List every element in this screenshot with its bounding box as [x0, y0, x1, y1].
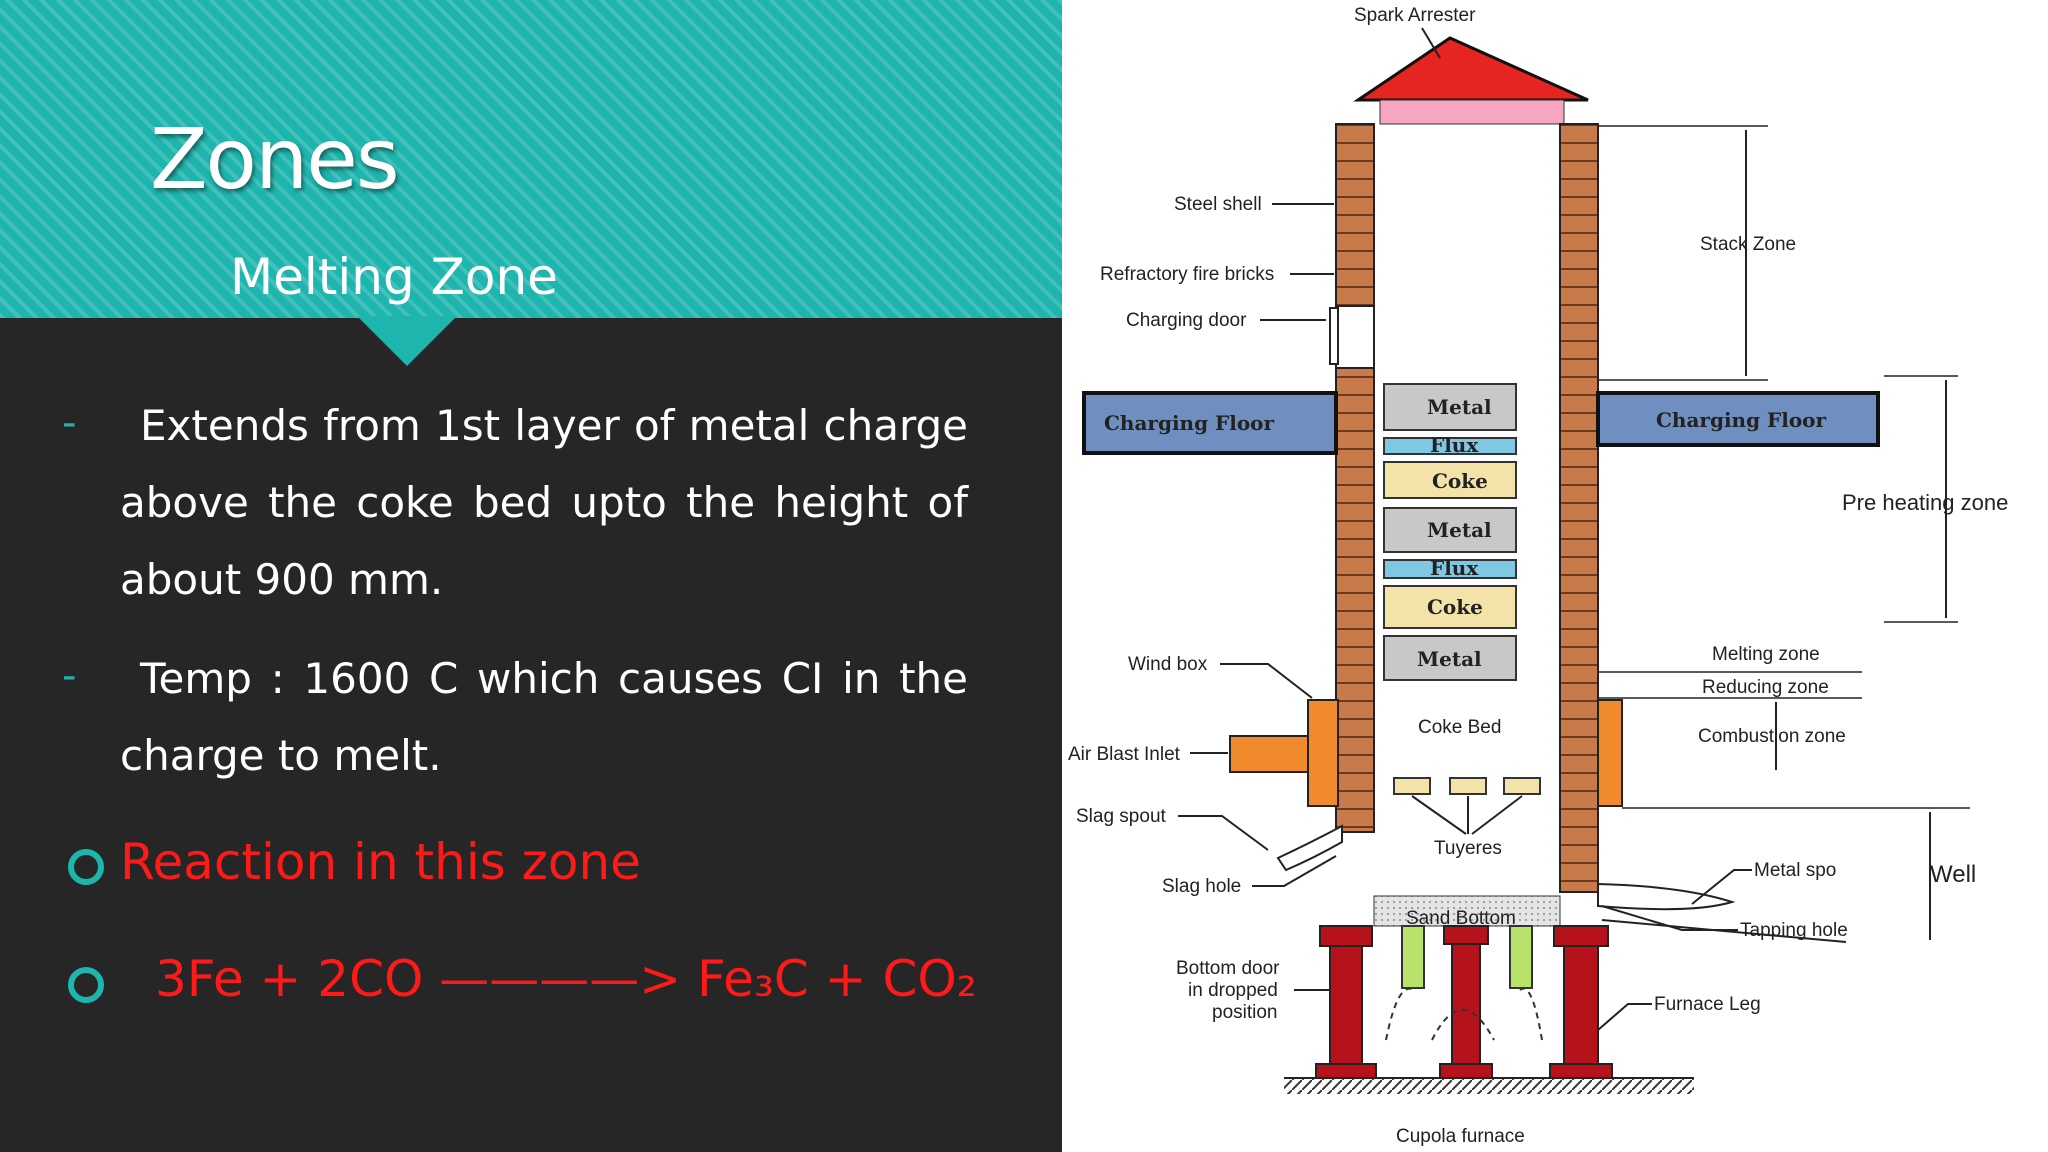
leader-line	[1597, 1003, 1652, 1031]
layer-flux	[1383, 437, 1517, 455]
leader-line	[1220, 663, 1313, 699]
point-2-text: Temp : 1600 C which causes CI in the cha…	[120, 654, 968, 780]
bottom-door	[1401, 925, 1425, 989]
tuyere	[1393, 777, 1431, 795]
label-melting-zone: Melting zone	[1712, 644, 1820, 665]
header-band	[0, 0, 1062, 318]
layer-label-flux: Flux	[1430, 433, 1479, 457]
label-furnace-leg: Furnace Leg	[1654, 994, 1761, 1015]
charging-floor-left	[1082, 391, 1338, 455]
point-1-text: Extends from 1st layer of metal charge a…	[120, 401, 968, 604]
layer-metal	[1383, 635, 1517, 681]
furnace-leg-cap	[1443, 925, 1489, 945]
label-stack-zone: Stack Zone	[1700, 234, 1796, 255]
layer-metal	[1383, 383, 1517, 431]
label-steel-shell: Steel shell	[1174, 194, 1262, 215]
layer-label-coke: Coke	[1432, 469, 1488, 493]
tuyere	[1449, 777, 1487, 795]
layer-coke	[1383, 461, 1517, 499]
label-slag-hole: Slag hole	[1162, 876, 1241, 897]
label-bottom-door-3: position	[1212, 1002, 1278, 1023]
slide-text-panel: Zones Melting Zone - Extends from 1st la…	[0, 0, 1062, 1008]
furnace-leg-foot	[1315, 1063, 1377, 1079]
circle-bullet-icon	[68, 967, 104, 1003]
label-pre-heating-zone: Pre heating zone	[1842, 490, 2008, 515]
left-refractory-wall	[1335, 123, 1375, 833]
bullet-dash-2: -	[62, 653, 77, 699]
cupola-furnace-diagram: Spark Arrester Charging Floor Charging F…	[1062, 0, 2048, 1152]
header-pointer	[357, 316, 457, 366]
label-metal-spout: Metal spo	[1754, 860, 1836, 881]
label-charging-door: Charging door	[1126, 310, 1247, 331]
label-coke-bed: Coke Bed	[1418, 717, 1501, 738]
slide-title: Zones	[150, 110, 400, 208]
furnace-leg	[1329, 945, 1363, 1069]
slag-spout	[1276, 824, 1343, 872]
label-charging-floor-right: Charging Floor	[1656, 408, 1827, 432]
charging-floor-right	[1596, 391, 1880, 447]
right-refractory-wall	[1559, 123, 1599, 893]
slide-subtitle: Melting Zone	[230, 248, 558, 306]
circle-bullet-icon	[68, 849, 104, 885]
charging-door-frame	[1329, 307, 1339, 365]
label-well: Well	[1930, 861, 1976, 888]
leader-line	[1601, 919, 1847, 943]
label-charging-floor-left: Charging Floor	[1104, 411, 1275, 435]
wind-box-right	[1597, 699, 1623, 807]
leader-line	[1691, 869, 1752, 905]
label-spark-arrester: Spark Arrester	[1354, 5, 1476, 26]
charging-door	[1335, 305, 1375, 369]
label-wind-box: Wind box	[1128, 654, 1208, 675]
wind-box-left	[1307, 699, 1339, 807]
leader-line	[1411, 795, 1467, 835]
layer-label-flux: Flux	[1430, 556, 1479, 580]
layer-coke	[1383, 585, 1517, 629]
layer-label-metal: Metal	[1417, 647, 1482, 671]
layer-label-coke: Coke	[1427, 595, 1483, 619]
furnace-leg-cap	[1553, 925, 1609, 947]
layer-metal	[1383, 507, 1517, 553]
label-sand-bottom: Sand Bottom	[1406, 908, 1516, 929]
spark-arrester-base	[1379, 99, 1565, 125]
label-bottom-door: Bottom door	[1176, 958, 1280, 979]
label-air-blast-inlet: Air Blast Inlet	[1068, 744, 1181, 765]
ground-hatch	[1284, 1078, 1694, 1094]
door-swing-path	[1519, 987, 1543, 1041]
furnace-leg	[1563, 945, 1599, 1069]
reaction-heading: Reaction in this zone	[120, 833, 641, 891]
furnace-leg-foot	[1439, 1063, 1493, 1079]
label-tuyeres: Tuyeres	[1434, 838, 1502, 859]
tuyere	[1503, 777, 1541, 795]
leader-line	[1178, 815, 1269, 851]
bullet-dash-1: -	[62, 400, 77, 446]
door-swing-path	[1431, 1009, 1495, 1041]
reaction-equation: 3Fe + 2CO ————> Fe₃C + CO₂	[155, 950, 977, 1008]
label-slag-spout: Slag spout	[1076, 806, 1167, 827]
leader-line	[1252, 855, 1337, 887]
leader-line	[1421, 27, 1441, 59]
spark-arrester-roof	[1353, 36, 1589, 102]
metal-spout	[1597, 882, 1736, 911]
label-combustion-zone: Combustion zone	[1698, 726, 1846, 747]
label-refractory: Refractory fire bricks	[1100, 264, 1274, 285]
label-bottom-door-2: in dropped	[1188, 980, 1278, 1001]
furnace-leg	[1451, 943, 1481, 1069]
layer-flux	[1383, 559, 1517, 579]
layer-label-metal: Metal	[1427, 518, 1492, 542]
diagram-caption: Cupola furnace	[1396, 1126, 1525, 1147]
bottom-door	[1509, 925, 1533, 989]
leader-line	[1471, 795, 1523, 835]
door-swing-path	[1385, 987, 1415, 1041]
layer-label-metal: Metal	[1427, 395, 1492, 419]
furnace-leg-foot	[1549, 1063, 1613, 1079]
air-blast-inlet	[1229, 735, 1309, 773]
furnace-leg-cap	[1319, 925, 1373, 947]
label-reducing-zone: Reducing zone	[1702, 677, 1829, 698]
